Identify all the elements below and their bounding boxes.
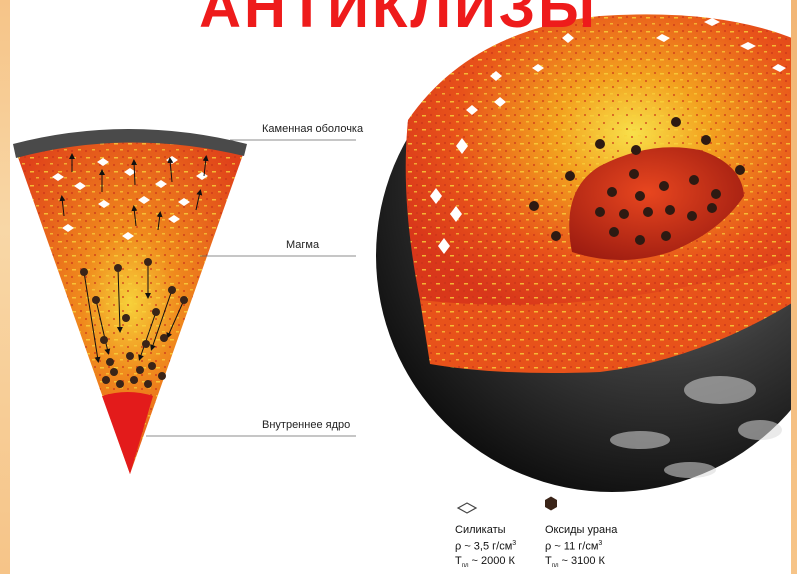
legend-silicates-name: Силикаты: [455, 524, 506, 536]
density-power: 3: [512, 540, 516, 547]
density-prefix: ρ ~: [545, 541, 564, 553]
label-magma: Магма: [286, 239, 319, 251]
temp-value: ~ 2000 К: [468, 555, 514, 567]
legend-silicates-temp: Tпл ~ 2000 К: [455, 555, 515, 569]
legend-silicates-density: ρ ~ 3,5 г/см3: [455, 540, 516, 553]
density-value: 11 г/см: [564, 541, 599, 553]
temp-prefix: T: [455, 555, 462, 567]
page-title: АНТИКЛИЗЫ: [0, 0, 797, 41]
density-prefix: ρ ~: [455, 541, 474, 553]
label-crust: Каменная оболочка: [262, 123, 363, 135]
density-value: 3,5 г/см: [474, 541, 512, 553]
right-edge-decoration: [791, 0, 797, 574]
legend-uranium-name: Оксиды урана: [545, 524, 617, 536]
legend-uranium-temp: Tпл ~ 3100 К: [545, 555, 605, 569]
label-core: Внутреннее ядро: [262, 419, 350, 431]
density-power: 3: [598, 540, 602, 547]
legend-uranium-density: ρ ~ 11 г/см3: [545, 540, 602, 553]
left-edge-decoration: [0, 0, 10, 574]
temp-prefix: T: [545, 555, 552, 567]
temp-value: ~ 3100 К: [558, 555, 604, 567]
